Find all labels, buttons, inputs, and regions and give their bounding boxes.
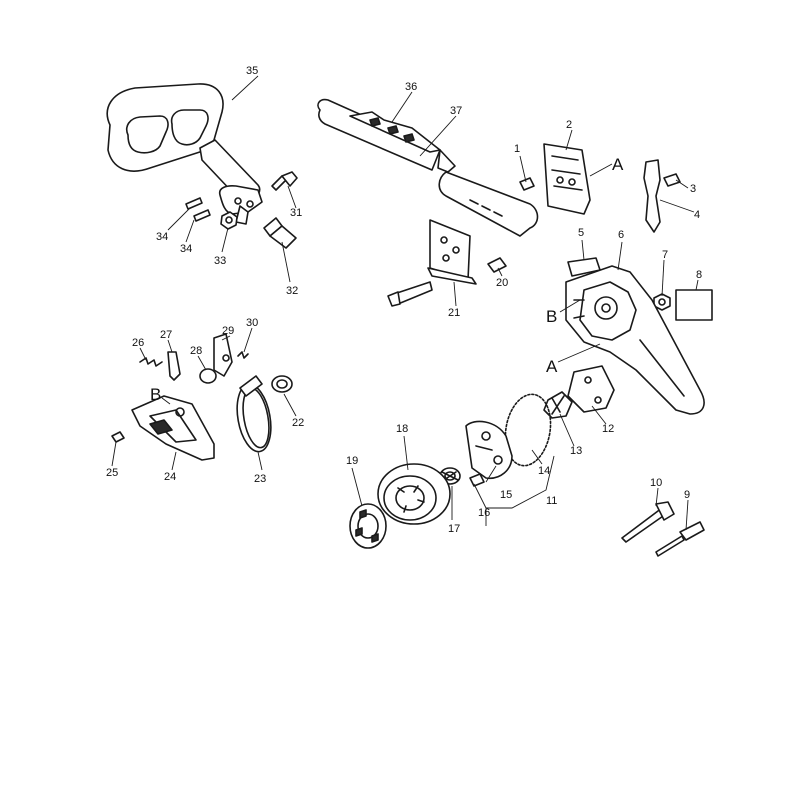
callout-labels: 35 36 37 1 2 3 4 5 6 7 8 10 9 12 13 14 1… — [106, 65, 702, 535]
callout-12: 12 — [602, 423, 614, 435]
callout-33: 33 — [214, 255, 226, 267]
reference-letters: A B A B — [150, 155, 624, 404]
callout-1: 1 — [514, 143, 520, 155]
callout-34-left: 34 — [156, 231, 168, 243]
part-clutch-spring-14[interactable] — [500, 391, 556, 470]
callout-20: 20 — [496, 277, 508, 289]
part-nut-33[interactable] — [220, 211, 238, 230]
part-spring-pins[interactable] — [185, 197, 211, 222]
part-clutch-plate-12[interactable] — [567, 365, 615, 413]
part-screw-31[interactable] — [271, 171, 298, 191]
part-screw-3[interactable] — [663, 173, 681, 187]
callout-10: 10 — [650, 477, 662, 489]
callout-26: 26 — [132, 337, 144, 349]
part-sprocket-cover-6[interactable] — [565, 265, 705, 415]
callout-23: 23 — [254, 473, 266, 485]
part-clutch-hub-13[interactable] — [543, 391, 573, 419]
callout-7: 7 — [662, 249, 668, 261]
callout-21: 21 — [448, 307, 460, 319]
part-bushing-32[interactable] — [263, 217, 297, 249]
part-screw-25[interactable] — [111, 431, 125, 443]
part-chain-catcher-4[interactable] — [643, 159, 661, 233]
callout-2: 2 — [566, 119, 572, 131]
part-tensioner-plate[interactable] — [387, 219, 477, 307]
callout-18: 18 — [396, 423, 408, 435]
callout-19: 19 — [346, 455, 358, 467]
part-clutch-drum-18[interactable] — [377, 463, 451, 525]
callout-32: 32 — [286, 285, 298, 297]
reference-a-top: A — [612, 155, 624, 174]
part-clutch-shoes-15[interactable] — [465, 420, 513, 480]
callout-34-right: 34 — [180, 243, 192, 255]
reference-b-cover: B — [546, 307, 557, 326]
part-spring-30[interactable] — [237, 351, 249, 359]
callout-17: 17 — [448, 523, 460, 535]
callout-11: 11 — [546, 495, 557, 507]
part-lever-27[interactable] — [167, 351, 181, 381]
callout-37: 37 — [450, 105, 462, 117]
part-brake-lever-29[interactable] — [213, 333, 233, 377]
callout-22: 22 — [292, 417, 304, 429]
part-label-8[interactable] — [675, 289, 713, 321]
callout-28: 28 — [190, 345, 202, 357]
part-bracket-24[interactable] — [131, 395, 215, 461]
part-washer-16[interactable] — [469, 473, 485, 487]
callout-15: 15 — [500, 489, 512, 501]
callout-25: 25 — [106, 467, 118, 479]
part-screw-1[interactable] — [519, 177, 535, 191]
callout-35: 35 — [246, 65, 258, 77]
part-guide-bar[interactable] — [317, 98, 539, 237]
leader-lines — [111, 75, 699, 531]
callout-24: 24 — [164, 471, 176, 483]
callout-16: 16 — [478, 507, 490, 519]
callout-36: 36 — [405, 81, 417, 93]
part-spring-26[interactable] — [139, 357, 163, 367]
callout-4: 4 — [694, 209, 700, 221]
part-screwdriver-9[interactable] — [655, 521, 705, 557]
part-brake-band-23[interactable] — [232, 375, 275, 454]
reference-a-cover: A — [546, 357, 558, 376]
callout-3: 3 — [690, 183, 696, 195]
callout-6: 6 — [618, 229, 624, 241]
part-hand-guard[interactable] — [106, 83, 263, 225]
callout-5: 5 — [578, 227, 584, 239]
callout-13: 13 — [570, 445, 582, 457]
callout-8: 8 — [696, 269, 702, 281]
reference-b-bracket: B — [150, 385, 161, 404]
callout-9: 9 — [684, 489, 690, 501]
part-combination-wrench-10[interactable] — [621, 501, 675, 543]
part-collar-28[interactable] — [199, 368, 217, 384]
part-sprocket-rim-19[interactable] — [349, 503, 387, 549]
part-bar-plate-2[interactable] — [543, 143, 591, 215]
callout-30: 30 — [246, 317, 258, 329]
callout-31: 31 — [290, 207, 302, 219]
part-adjuster-20[interactable] — [487, 257, 507, 273]
callout-14: 14 — [538, 465, 550, 477]
callout-29: 29 — [222, 325, 234, 337]
callout-27: 27 — [160, 329, 172, 341]
part-bushing-22[interactable] — [271, 375, 293, 393]
